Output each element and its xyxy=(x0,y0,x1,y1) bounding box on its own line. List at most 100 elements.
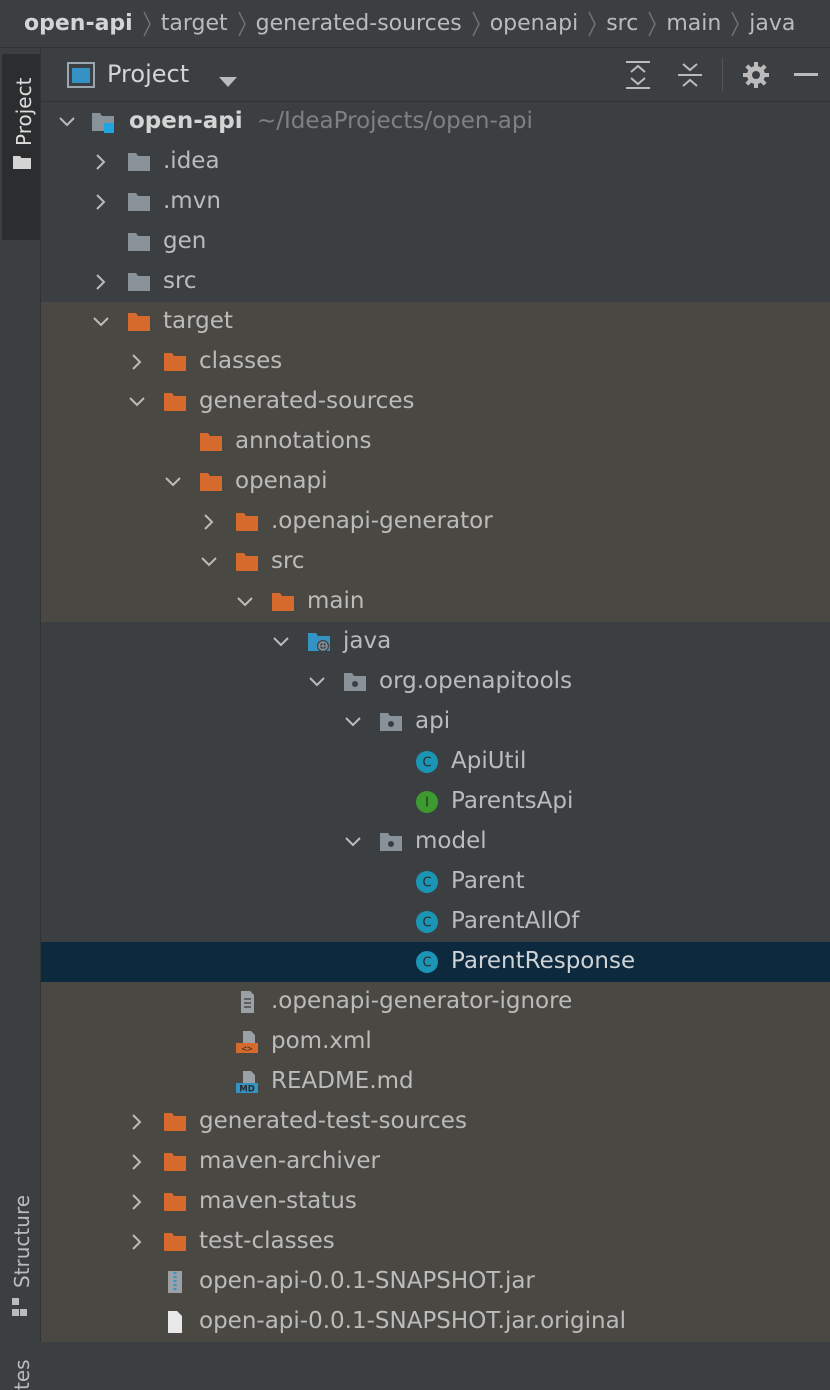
tree-item-mvn[interactable]: .mvn xyxy=(41,182,830,222)
breadcrumb-item[interactable]: openapi xyxy=(489,11,579,36)
gear-icon[interactable] xyxy=(741,60,771,90)
tree-item-model[interactable]: model xyxy=(41,822,830,862)
interface-icon: I xyxy=(416,791,438,813)
project-tool-tab[interactable]: Project xyxy=(2,54,40,240)
tree-item-label: src xyxy=(163,268,197,294)
tree-item-open-api[interactable]: open-api ~/IdeaProjects/open-api xyxy=(41,102,830,142)
chevron-right-icon[interactable] xyxy=(91,272,111,292)
tree-item-label: maven-archiver xyxy=(199,1148,381,1174)
tree-item-label: ParentAllOf xyxy=(451,908,580,934)
tree-item-java[interactable]: java xyxy=(41,622,830,662)
chevron-right-icon[interactable] xyxy=(91,192,111,212)
breadcrumb-item[interactable]: open-api xyxy=(24,11,133,36)
collapse-all-icon[interactable] xyxy=(675,60,705,90)
tree-item-label: main xyxy=(307,588,365,614)
chevron-down-icon[interactable] xyxy=(57,112,77,132)
tree-item-maven-status[interactable]: maven-status xyxy=(41,1182,830,1222)
class-icon: C xyxy=(416,751,438,773)
tree-item-annotations[interactable]: annotations xyxy=(41,422,830,462)
excluded-folder-icon xyxy=(236,513,258,531)
folder-icon xyxy=(128,273,150,291)
svg-text:C: C xyxy=(422,916,431,931)
breadcrumb-separator-icon xyxy=(638,0,666,47)
tree-item-idea[interactable]: .idea xyxy=(41,142,830,182)
tree-item-label: open-api-0.0.1-SNAPSHOT.jar xyxy=(199,1268,535,1294)
source-root-folder-icon xyxy=(308,633,330,652)
excluded-folder-icon xyxy=(164,353,186,371)
excluded-folder-icon xyxy=(272,593,294,611)
breadcrumb-item[interactable]: java xyxy=(749,11,796,36)
tree-item-pom-xml[interactable]: <> pom.xml xyxy=(41,1022,830,1062)
chevron-down-icon[interactable] xyxy=(343,832,363,852)
tree-item-openapi-generator-ignore[interactable]: .openapi-generator-ignore xyxy=(41,982,830,1022)
xml-file-icon: <> xyxy=(236,1031,258,1054)
project-tree: open-api ~/IdeaProjects/open-api .idea .… xyxy=(41,102,830,1342)
tree-item-label: ParentResponse xyxy=(451,948,636,974)
excluded-folder-icon xyxy=(200,473,222,491)
panel-title[interactable]: Project xyxy=(107,60,190,88)
breadcrumb-item[interactable]: generated-sources xyxy=(255,11,462,36)
chevron-down-icon[interactable] xyxy=(199,552,219,572)
excluded-folder-icon xyxy=(164,1233,186,1251)
chevron-down-icon[interactable] xyxy=(235,592,255,612)
tree-item-apiutil[interactable]: C ApiUtil xyxy=(41,742,830,782)
tree-item-label: generated-sources xyxy=(199,388,415,414)
breadcrumb-separator-icon xyxy=(228,0,256,47)
tree-item-gen[interactable]: gen xyxy=(41,222,830,262)
structure-tab-label: Structure xyxy=(10,1194,34,1288)
header-divider xyxy=(722,58,723,92)
chevron-down-icon[interactable] xyxy=(163,472,183,492)
svg-text:I: I xyxy=(425,796,429,811)
tree-item-openapi[interactable]: openapi xyxy=(41,462,830,502)
tree-item-parent[interactable]: C Parent xyxy=(41,862,830,902)
tree-item-snapshot-jar[interactable]: open-api-0.0.1-SNAPSHOT.jar xyxy=(41,1262,830,1302)
excluded-folder-icon xyxy=(164,1193,186,1211)
tree-item-classes[interactable]: classes xyxy=(41,342,830,382)
tree-item-maven-archiver[interactable]: maven-archiver xyxy=(41,1142,830,1182)
class-icon: C xyxy=(416,871,438,893)
tree-item-src[interactable]: src xyxy=(41,262,830,302)
tree-item-snapshot-jar-original[interactable]: open-api-0.0.1-SNAPSHOT.jar.original xyxy=(41,1302,830,1342)
tree-item-parentresponse[interactable]: C ParentResponse xyxy=(41,942,830,982)
chevron-right-icon[interactable] xyxy=(127,1112,147,1132)
tree-item-label: org.openapitools xyxy=(379,668,573,694)
chevron-right-icon[interactable] xyxy=(127,1232,147,1252)
tree-item-label: classes xyxy=(199,348,283,374)
chevron-down-icon[interactable] xyxy=(343,712,363,732)
chevron-right-icon[interactable] xyxy=(91,152,111,172)
structure-icon xyxy=(12,1298,28,1320)
tree-item-test-classes[interactable]: test-classes xyxy=(41,1222,830,1262)
tree-item-readme-md[interactable]: MD README.md xyxy=(41,1062,830,1102)
breadcrumb-item[interactable]: target xyxy=(160,11,228,36)
breadcrumb-item[interactable]: src xyxy=(606,11,639,36)
tree-item-parentallof[interactable]: C ParentAllOf xyxy=(41,902,830,942)
tree-item-parentsapi[interactable]: I ParentsApi xyxy=(41,782,830,822)
tree-item-api[interactable]: api xyxy=(41,702,830,742)
chevron-right-icon[interactable] xyxy=(127,352,147,372)
tree-item-target[interactable]: target xyxy=(41,302,830,342)
chevron-right-icon[interactable] xyxy=(199,512,219,532)
chevron-down-icon[interactable] xyxy=(219,72,237,91)
tree-item-label: test-classes xyxy=(199,1228,335,1254)
chevron-down-icon[interactable] xyxy=(91,312,111,332)
expand-all-icon[interactable] xyxy=(623,60,653,90)
tree-item-openapi-src[interactable]: src xyxy=(41,542,830,582)
chevron-right-icon[interactable] xyxy=(127,1152,147,1172)
chevron-down-icon[interactable] xyxy=(271,632,291,652)
hide-panel-icon[interactable] xyxy=(791,60,821,90)
tree-item-main[interactable]: main xyxy=(41,582,830,622)
breadcrumb: open-api target generated-sources openap… xyxy=(0,0,830,48)
package-icon xyxy=(380,713,402,731)
tree-item-label: .idea xyxy=(163,148,220,174)
excluded-folder-icon xyxy=(164,1153,186,1171)
tree-item-label: model xyxy=(415,828,487,854)
chevron-right-icon[interactable] xyxy=(127,1192,147,1212)
tree-item-openapi-generator[interactable]: .openapi-generator xyxy=(41,502,830,542)
tree-item-label: .openapi-generator-ignore xyxy=(271,988,573,1014)
tree-item-generated-test-sources[interactable]: generated-test-sources xyxy=(41,1102,830,1142)
chevron-down-icon[interactable] xyxy=(307,672,327,692)
chevron-down-icon[interactable] xyxy=(127,392,147,412)
tree-item-generated-sources[interactable]: generated-sources xyxy=(41,382,830,422)
tree-item-org-openapitools[interactable]: org.openapitools xyxy=(41,662,830,702)
breadcrumb-item[interactable]: main xyxy=(666,11,722,36)
